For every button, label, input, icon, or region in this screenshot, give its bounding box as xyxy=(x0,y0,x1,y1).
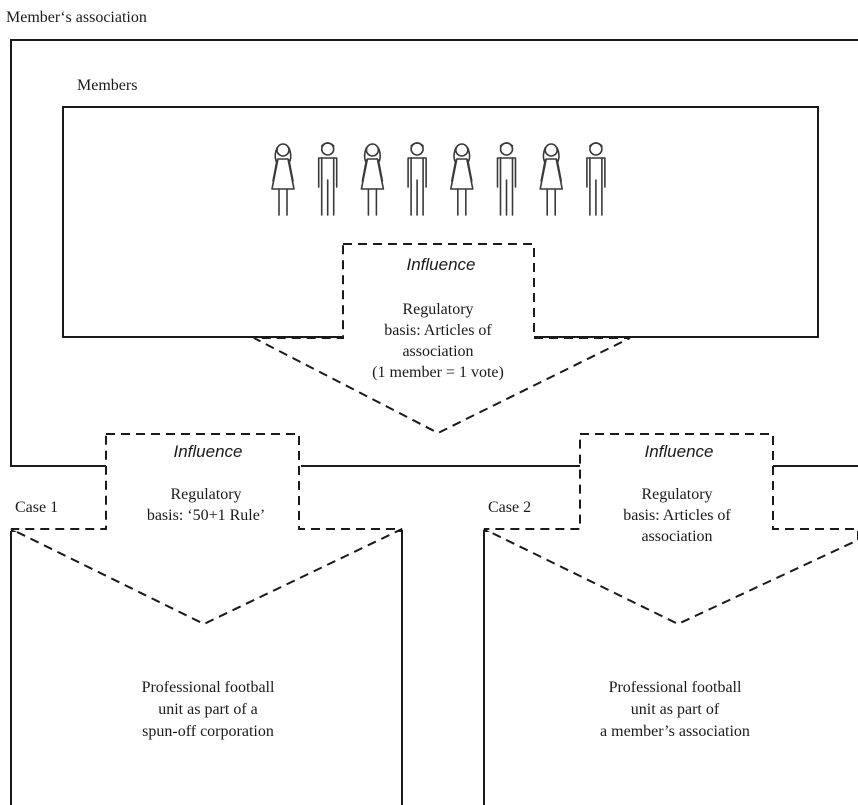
case1-unit-line: unit as part of a xyxy=(158,701,258,718)
association-boundary xyxy=(10,39,858,467)
case2-unit-line: unit as part of xyxy=(631,701,720,718)
case1-influence-line: Regulatory xyxy=(170,486,241,503)
man-icon xyxy=(496,142,517,216)
case1-influence-line: basis: ‘50+1 Rule’ xyxy=(147,507,265,524)
top-influence-line: Regulatory xyxy=(402,301,473,318)
case2-influence-line: Regulatory xyxy=(641,486,712,503)
man-icon xyxy=(317,142,338,216)
case2-unit-text: Professional football unit as part of a … xyxy=(600,679,750,740)
woman-icon xyxy=(449,143,474,216)
case2-influence-line: association xyxy=(641,528,712,545)
case1-influence-arrow xyxy=(10,433,403,626)
case2-label: Case 2 xyxy=(488,499,531,516)
woman-icon xyxy=(360,143,385,216)
woman-icon xyxy=(271,143,295,216)
case2-influence-title: Influence xyxy=(645,442,714,461)
case2-influence-arrow xyxy=(483,433,858,626)
top-influence-line: (1 member = 1 vote) xyxy=(372,364,504,381)
case1-unit-text: Professional football unit as part of a … xyxy=(142,679,275,740)
case2-unit-line: Professional football xyxy=(609,679,742,696)
case1-unit-line: Professional football xyxy=(142,679,275,696)
woman-icon xyxy=(539,143,564,216)
outer-association-label: Member‘s association xyxy=(6,9,147,26)
man-icon xyxy=(407,142,427,216)
top-influence-arrow xyxy=(253,243,631,435)
case2-influence-line: basis: Articles of xyxy=(623,507,731,524)
case2-unit-line: a member’s association xyxy=(600,723,750,740)
top-influence-title: Influence xyxy=(407,255,476,274)
man-icon xyxy=(586,142,606,216)
case1-influence-title: Influence xyxy=(174,442,243,461)
members-icons xyxy=(271,142,606,216)
top-influence-text: Regulatory basis: Articles of associatio… xyxy=(372,301,504,381)
top-influence-line: association xyxy=(402,343,473,360)
case1-unit-line: spun-off corporation xyxy=(142,723,274,740)
top-influence-line: basis: Articles of xyxy=(384,322,492,339)
members-label: Members xyxy=(77,77,137,94)
case1-label: Case 1 xyxy=(15,499,58,516)
